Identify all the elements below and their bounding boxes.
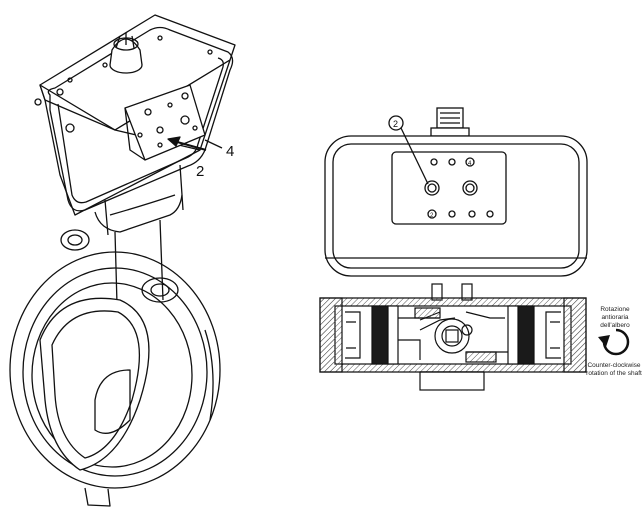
valve-body-ring [9, 251, 221, 489]
left-piston [371, 305, 389, 365]
position-indicator-icon [109, 33, 143, 74]
port-4-label: 4 [226, 143, 234, 160]
actuator-frame [47, 26, 234, 212]
valve-isometric-view [9, 14, 236, 507]
port-2-label: 2 [196, 163, 204, 180]
valve-disc [39, 297, 150, 471]
namur-plate-front [391, 151, 507, 225]
right-piston [517, 305, 535, 365]
bottom-port-2-label: 2 [430, 213, 434, 219]
rotation-caption-italian: Rotazione antioraria dell'albero [600, 306, 630, 329]
top-circle-label: 2 [393, 119, 398, 129]
pinion-gear [434, 318, 470, 354]
namur-interface-plate [124, 84, 206, 161]
actuator-cross-section [319, 283, 587, 391]
actuator-front-view [324, 107, 588, 277]
rotation-caption-english: Counter-clockwise rotation of the shaft [586, 362, 642, 377]
counter-clockwise-arrow-icon [598, 328, 630, 356]
top-port-4-label: 4 [468, 161, 472, 167]
